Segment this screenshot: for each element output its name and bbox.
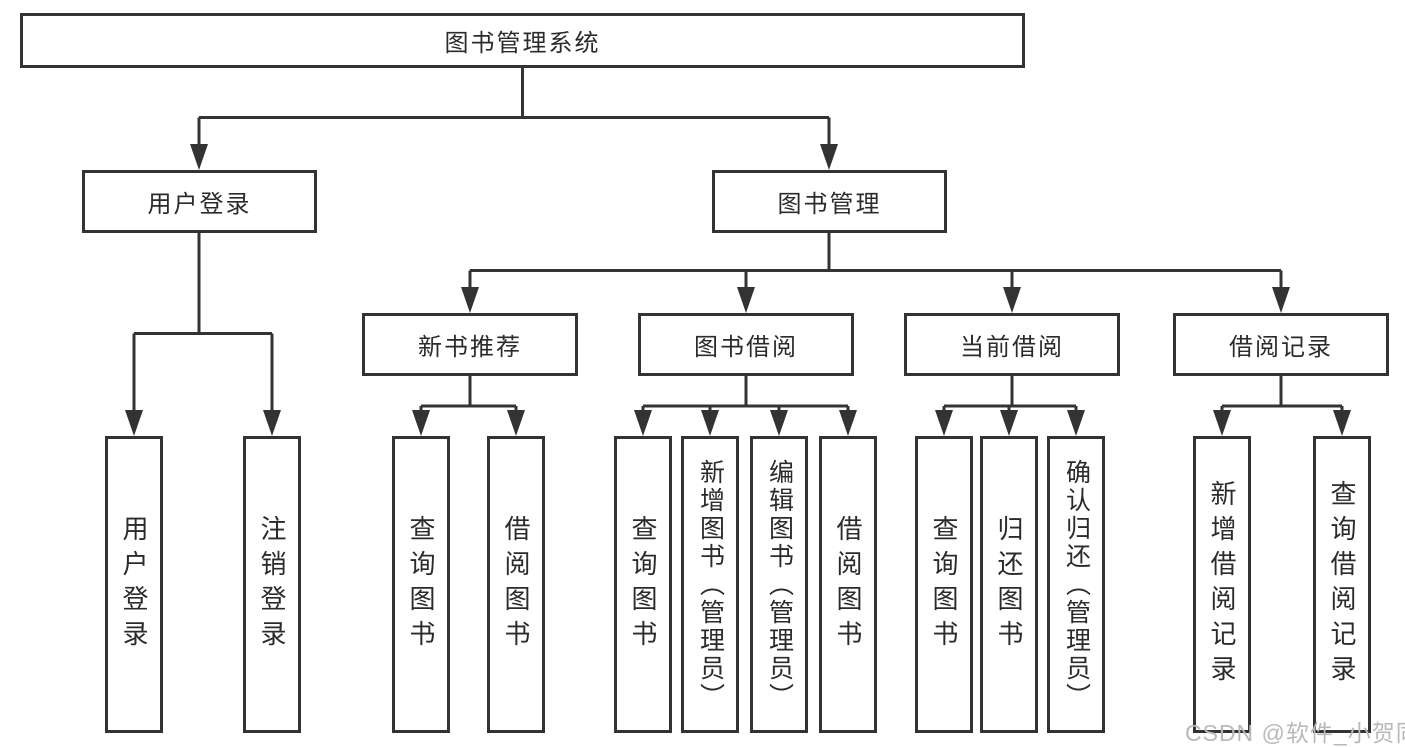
- leaf-user-login: 用户登录: [105, 436, 163, 733]
- arrowhead: [737, 287, 755, 313]
- connector-user-login-to-leaves: [132, 233, 274, 412]
- node-book-management: 图书管理: [712, 170, 947, 233]
- leaf-label: 新增借阅记录: [1207, 479, 1237, 690]
- leaf-recommend-borrow-book: 借阅图书: [487, 436, 545, 733]
- arrowhead: [190, 144, 208, 170]
- leaf-current-return-book: 归还图书: [980, 436, 1038, 733]
- node-user-login: 用户登录: [82, 170, 317, 233]
- watermark: CSDN @软件_小贺同学: [1185, 720, 1405, 746]
- leaf-label: 借阅图书: [833, 514, 863, 655]
- node-current-borrow: 当前借阅: [904, 313, 1120, 376]
- connector-book-borrow-to-leaves: [641, 376, 850, 412]
- leaf-borrow-edit-book-admin: 编辑图书（管理员）: [750, 436, 808, 733]
- node-borrow-records: 借阅记录: [1173, 313, 1389, 376]
- leaf-logout-login: 注销登录: [243, 436, 301, 733]
- arrowhead: [412, 410, 430, 436]
- arrowhead: [634, 410, 652, 436]
- connector-book-mgmt-to-level3: [468, 233, 1283, 289]
- connector-lines: [468, 233, 1283, 289]
- arrowhead: [461, 287, 479, 313]
- connector-lines: [942, 376, 1078, 412]
- leaf-label: 查询图书: [929, 514, 959, 655]
- leaf-recommend-query-book: 查询图书: [392, 436, 450, 733]
- arrowhead: [770, 410, 788, 436]
- connector-new-rec-to-leaves: [419, 376, 518, 412]
- leaf-label: 查询图书: [406, 514, 436, 655]
- leaf-borrow-add-book-admin: 新增图书（管理员）: [681, 436, 739, 733]
- connector-root-to-level2: [197, 68, 831, 146]
- arrowhead: [507, 410, 525, 436]
- arrowhead: [820, 144, 838, 170]
- node-new-book-recommend: 新书推荐: [362, 313, 578, 376]
- leaf-borrow-query-book: 查询图书: [614, 436, 672, 733]
- node-book-borrow: 图书借阅: [638, 313, 854, 376]
- leaf-label: 归还图书: [994, 514, 1024, 655]
- leaf-current-query-book: 查询图书: [915, 436, 973, 733]
- arrowhead: [1272, 287, 1290, 313]
- arrowhead: [1067, 410, 1085, 436]
- leaf-records-query-borrow-record: 查询借阅记录: [1313, 436, 1371, 733]
- leaf-label: 借阅图书: [501, 514, 531, 655]
- arrowhead: [1213, 410, 1231, 436]
- node-root-system: 图书管理系统: [20, 13, 1025, 68]
- leaf-label: 用户登录: [119, 514, 149, 655]
- connector-lines: [1220, 376, 1344, 412]
- leaf-current-confirm-return-admin: 确认归还（管理员）: [1047, 436, 1105, 733]
- connector-lines: [419, 376, 518, 412]
- leaf-label: 确认归还（管理员）: [1062, 458, 1091, 711]
- arrowhead: [1000, 410, 1018, 436]
- arrowhead: [1003, 287, 1021, 313]
- connector-lines: [641, 376, 850, 412]
- connector-cur-borrow-to-leaves: [942, 376, 1078, 412]
- leaf-borrow-borrow-book: 借阅图书: [819, 436, 877, 733]
- leaf-records-add-borrow-record: 新增借阅记录: [1193, 436, 1251, 733]
- leaf-label: 查询借阅记录: [1327, 479, 1357, 690]
- leaf-label: 新增图书（管理员）: [696, 458, 725, 711]
- connector-lines: [197, 68, 831, 146]
- arrowhead: [125, 410, 143, 436]
- arrowhead: [1333, 410, 1351, 436]
- connector-lines: [132, 233, 274, 412]
- connector-borrow-rec-to-leaves: [1220, 376, 1344, 412]
- leaf-label: 注销登录: [257, 514, 287, 655]
- arrowhead: [935, 410, 953, 436]
- arrowhead: [263, 410, 281, 436]
- leaf-label: 编辑图书（管理员）: [765, 458, 794, 711]
- arrowhead: [839, 410, 857, 436]
- leaf-label: 查询图书: [628, 514, 658, 655]
- arrowhead: [701, 410, 719, 436]
